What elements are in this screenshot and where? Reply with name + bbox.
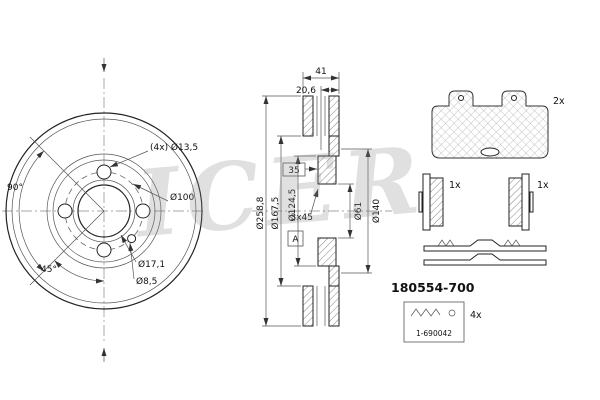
left-pad-backplate <box>422 173 431 231</box>
brake-pad-set: 2x 1x 1x 180554-700 1-690042 4x <box>391 90 565 343</box>
hub-flange-top <box>317 155 337 185</box>
left-pad-friction <box>429 177 444 227</box>
right-pad-qty-label: 1x <box>537 180 549 191</box>
accessory-spring <box>437 239 455 247</box>
accessory-kit-box <box>403 301 465 343</box>
leader-bolt-circle <box>132 183 169 202</box>
chamfer-label: 3x45 <box>290 213 313 223</box>
kit-spring-icon <box>410 308 441 317</box>
friction-plate-outboard-bottom <box>302 285 314 327</box>
bolt-holes-dim-label: (4x) Ø13,5 <box>150 142 198 153</box>
hub-step-circle <box>72 179 136 243</box>
friction-plate-outboard-top <box>302 95 314 137</box>
friction-inner-diameter-label: Ø167,5 <box>270 197 281 230</box>
right-pad-clip <box>529 191 534 213</box>
wear-indicator-slot <box>480 147 500 157</box>
locating-pin-hole <box>127 234 137 244</box>
accessory-ref-label: 1-690042 <box>416 329 452 338</box>
angle-45-arc <box>54 260 105 284</box>
angle-line-lower <box>29 210 105 286</box>
angle-45-label: 45° <box>41 265 57 275</box>
bolt-hole-left <box>57 203 73 219</box>
accessory-qty-label: 4x <box>470 310 482 321</box>
outer-diameter-label: Ø258,8 <box>255 196 266 229</box>
leader-chamfer <box>310 188 319 214</box>
disc-outer-circle <box>5 112 203 310</box>
pilot-diameter-label: Ø140 <box>371 199 382 224</box>
disc-front-view: (4x) Ø13,5 Ø100 Ø17,1 Ø8,5 90° 45° <box>2 58 206 362</box>
angle-line-upper <box>29 136 105 212</box>
center-bore-circle <box>77 184 131 238</box>
hat-inner-circle <box>52 159 156 263</box>
right-pad-friction <box>508 177 523 227</box>
leader-bolt-holes <box>109 150 149 168</box>
left-pad-clip <box>418 191 423 213</box>
bolt-hole-top <box>96 164 112 180</box>
pad-qty-label: 2x <box>553 96 565 107</box>
accessory-strip-upper <box>423 239 547 252</box>
pin-hole-dim-label: Ø8,5 <box>136 276 157 287</box>
pad-tab-hole <box>511 95 517 101</box>
total-width-label: 41 <box>315 67 326 77</box>
bolt-hole-bottom <box>96 242 112 258</box>
part-number: 180554-700 <box>391 280 475 295</box>
disc-outer-inner-edge <box>11 118 197 304</box>
accessory-strip-lower <box>423 253 547 266</box>
pad-front-view <box>431 90 549 159</box>
disc-section-view: 41 20,6 35 3x45 A Ø258,8 Ø167,5 Ø124,5 <box>252 67 392 327</box>
angle-90-arc <box>18 150 45 272</box>
hat-circle <box>46 153 162 269</box>
bolt-hole-right <box>135 203 151 219</box>
hub-flange-bottom <box>317 237 337 267</box>
bore-diameter-label: Ø61 <box>353 202 364 221</box>
friction-plate-inboard-top <box>328 95 340 137</box>
hat-diameter-label: Ø124,5 <box>287 189 298 222</box>
left-pad-qty-label: 1x <box>449 180 461 191</box>
hat-wall-top <box>328 135 340 157</box>
flange-height-label: 35 <box>288 166 299 176</box>
bolt-circle-dim-label: Ø100 <box>170 192 195 203</box>
leader-pin-hole <box>128 242 135 280</box>
right-pad-backplate <box>521 173 530 231</box>
hat-offset-label: 20,6 <box>296 86 316 96</box>
hat-wall-bottom <box>328 265 340 287</box>
angle-90-label: 90° <box>7 183 23 193</box>
kit-pin-icon <box>448 309 456 317</box>
pad-tab-hole <box>458 95 464 101</box>
accessory-spring <box>503 239 521 247</box>
section-label: A <box>292 235 299 245</box>
friction-plate-inboard-bottom <box>328 285 340 327</box>
hub-hole-dim-label: Ø17,1 <box>138 259 165 270</box>
